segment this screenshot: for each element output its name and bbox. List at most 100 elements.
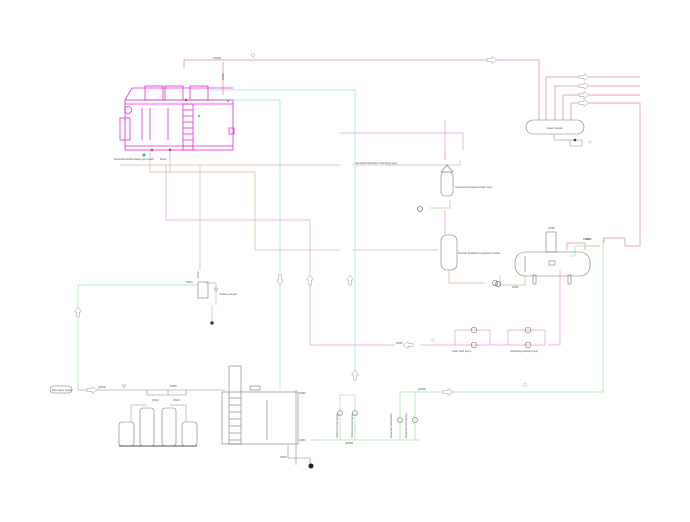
- filter-header: [146, 390, 187, 396]
- deaerator-feed-pump-2[interactable]: [412, 417, 418, 423]
- steam-gauge-icon: [251, 53, 255, 57]
- header-outlet-line-3: [562, 94, 640, 120]
- pump-group-4-label: Deaerator feed pump: [404, 413, 408, 438]
- boiler-manhole: [228, 127, 235, 135]
- steam-lines: [183, 59, 641, 250]
- pump-group-3-label: Deaerator feed pump: [389, 413, 393, 438]
- arrow-raw-bypass-icon: [74, 306, 82, 318]
- softened-water-pump-2[interactable]: [352, 410, 358, 416]
- deaerator-outlet-line: [548, 270, 561, 346]
- sample-cooler-body: [197, 281, 209, 299]
- boiler-burner: [119, 117, 131, 141]
- boiler-dot-2: [150, 148, 154, 152]
- pump-group-1-label: Softened water pump: [335, 413, 339, 438]
- sample-funnel-icon: [213, 287, 219, 293]
- raw-water-lines: [78, 389, 311, 465]
- tank-manhole: [249, 385, 261, 391]
- boiler-feed-pump-2[interactable]: [470, 341, 478, 349]
- deaerator-feed-pump-1[interactable]: [397, 417, 403, 423]
- deaerator-leg-1: [532, 274, 537, 285]
- feedwater-main: [165, 165, 395, 346]
- tank-drain-pump-icon: [308, 463, 314, 469]
- steam-header-label: steam header: [547, 126, 563, 130]
- soft-water-lines: [77, 240, 604, 441]
- arrow-feedwater-up-icon: [306, 274, 314, 286]
- feedwater-label: DN50: [396, 341, 403, 345]
- pump-group-2-label: Softened water pump: [350, 413, 354, 438]
- boiler-drum-1: [144, 85, 164, 101]
- softened-water-pump-1[interactable]: [337, 410, 343, 416]
- arrow-steam-main-icon: [486, 56, 498, 64]
- tank-drain: [287, 445, 311, 465]
- boiler-drum-3: [189, 85, 209, 101]
- flash-vent-label: DN25: [583, 237, 590, 241]
- expansion-discharge-icon: [492, 280, 498, 286]
- raw-water-gauge-icon: [121, 384, 127, 389]
- water-treatment: Raw water supply gDN50 DN50 DN40 DN40: [49, 384, 198, 447]
- boiler-steam-valve: [226, 99, 230, 103]
- boiler-drum-2: [164, 85, 184, 101]
- header-outlet-line-1: [545, 76, 640, 120]
- deaerator-tank: [514, 251, 591, 277]
- pump-suction-label: gDN65: [345, 441, 354, 445]
- drain-trap-icon: [573, 138, 577, 142]
- arrow-soft-water-out-icon: [442, 388, 454, 396]
- arrow-header-out-1-icon: [578, 73, 590, 81]
- sampling-label: Cooling sample: [219, 292, 237, 296]
- boiler-dot-3: [168, 148, 172, 152]
- boiler-feed-pump-label: boiler feed pump: [452, 349, 472, 353]
- arrow-feedwater-return-icon: [402, 341, 414, 349]
- deaerator-heater: [548, 260, 556, 266]
- sample-inlet-label: DN20: [186, 280, 193, 284]
- expansion-vessel-label: Periodic blowdown expansion vessel: [458, 251, 501, 255]
- makeup-pump-1[interactable]: [524, 326, 532, 334]
- steam-main-label: DN150: [213, 56, 222, 60]
- makeup-pump-2[interactable]: [524, 341, 532, 349]
- boiler-feed-pump-1[interactable]: [470, 326, 478, 334]
- flash-tank-top: [440, 164, 454, 173]
- sample-line-label: DN15: [196, 271, 200, 278]
- cooling-return: [210, 99, 281, 390]
- arrow-header-out-2-icon: [578, 82, 590, 90]
- flash-tank-drain: [430, 200, 451, 209]
- tank-ladder-rungs: [229, 397, 241, 441]
- arrow-cooling-supply-icon: [351, 369, 359, 381]
- boiler-tag: Boiler: [160, 157, 167, 161]
- steam-header-vessel: [525, 119, 585, 135]
- arrow-cooling-return-icon: [276, 274, 284, 286]
- safety-valve-label: DN80: [221, 73, 225, 80]
- blowdown-line-1b: [353, 160, 461, 166]
- boiler: Generated boiler/waste gas heater Boiler…: [114, 53, 255, 161]
- boiler-dot-1: [184, 98, 188, 102]
- softener-2-label: DN40: [173, 398, 180, 402]
- deaerator-leg-2: [567, 274, 572, 285]
- condensate-lines: [120, 150, 526, 305]
- raw-water-bypass: [77, 284, 198, 390]
- brine-tank-2: [181, 421, 198, 447]
- deaerator-drain-icon: [495, 281, 501, 287]
- deaerator-tag: DN50: [548, 226, 555, 230]
- feed-gauge-icon: [431, 338, 435, 342]
- steam-bypass: [603, 237, 626, 246]
- boiler-body: [124, 99, 234, 151]
- raw-water-inlet-label: Raw water supply: [52, 388, 73, 392]
- soft-water-pumps: Softened water pump Softened water pump …: [335, 237, 590, 445]
- arrow-header-out-4-icon: [578, 99, 590, 107]
- deaerator-outlet-label: DN80: [585, 237, 592, 241]
- steam-header: steam header: [525, 119, 592, 147]
- header-outlet-line-2: [554, 85, 640, 120]
- makeup-pump-label: Softening/makeup pump: [510, 349, 539, 353]
- soft-water-tank: DN65 DN50 DN25: [221, 365, 314, 469]
- raw-water-inlet-symbol: [49, 385, 73, 394]
- arrow-raw-water-icon: [86, 386, 98, 394]
- boiler-level-valve: [197, 114, 201, 118]
- drain-outlet-icon: [588, 140, 592, 144]
- boiler-tag-marker: [142, 153, 146, 157]
- expansion-vessel-body: [440, 234, 458, 271]
- soft-water-gauge-icon: [523, 383, 527, 387]
- softener-1-label: DN40: [152, 398, 159, 402]
- expansion-vessel-drain: [448, 270, 485, 284]
- softener-column-1: [139, 407, 155, 447]
- header-outlet-line-4: [570, 102, 641, 247]
